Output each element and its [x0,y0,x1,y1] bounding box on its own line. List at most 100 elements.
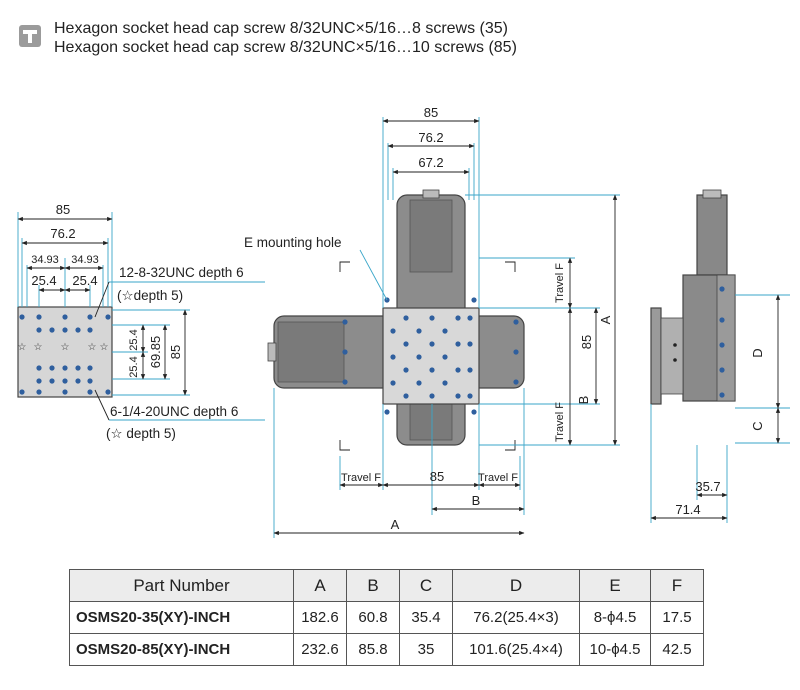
technical-drawing: ☆☆☆☆☆ [17,105,790,538]
spec-table: Part Number A B C D E F OSMS20-35(XY)-IN… [69,569,704,666]
mounting-hole [36,327,42,333]
cell-a: 232.6 [293,633,347,666]
side-hole [719,342,725,348]
cell-f: 17.5 [650,601,704,634]
travel-label-right: Travel F [478,472,518,484]
th-e: E [579,569,651,602]
left-dim-85: 85 [56,202,70,217]
side-left-flange [650,307,662,405]
th-c: C [399,569,453,602]
mounting-hole [467,341,473,347]
center-bottom-dim-85: 85 [430,469,444,484]
cell-f: 42.5 [650,633,704,666]
left-mounting-holes: ☆☆☆☆☆ [18,314,111,395]
mounting-hole [467,315,473,321]
left-vdim-69-85: 69.85 [148,336,163,369]
side-pin [673,358,677,362]
center-top-dim-67-2: 67.2 [418,155,443,170]
side-dim-35-7: 35.7 [695,479,720,494]
side-knob [702,189,722,199]
center-bottom-dim-B: B [472,493,481,508]
mounting-hole [87,389,93,395]
mounting-hole [49,365,55,371]
mounting-hole [442,328,448,334]
mounting-hole [19,314,25,320]
center-top-dim-85: 85 [424,105,438,120]
mounting-hole [36,365,42,371]
star-marker-icon: ☆ [18,342,27,353]
cell-b: 85.8 [346,633,400,666]
center-bottom-dim-A: A [391,517,400,532]
side-pin [673,343,677,347]
mounting-hole [390,328,396,334]
th-a: A [293,569,347,602]
mounting-hole [416,328,422,334]
side-extension-lines [650,294,790,523]
side-dimension-lines [650,294,781,521]
mounting-hole [105,314,111,320]
side-hole [719,392,725,398]
mounting-hole [390,354,396,360]
mounting-hole [36,314,42,320]
travel-label-top: Travel F [554,263,566,303]
table-header-row: Part Number A B C D E F [69,569,704,602]
cell-e: 8-ϕ4.5 [579,601,651,634]
mounting-hole [513,319,519,325]
left-note-1-line-1: 12-8-32UNC depth 6 [119,265,244,280]
mounting-hole [62,378,68,384]
star-marker-icon: ☆ [88,342,97,353]
th-part-number: Part Number [69,569,294,602]
mounting-hole [342,349,348,355]
mounting-hole [384,409,390,415]
mounting-hole [455,393,461,399]
table-row: OSMS20-85(XY)-INCH 232.6 85.8 35 101.6(2… [69,633,704,666]
center-top-dim-76-2: 76.2 [418,130,443,145]
mounting-hole [49,327,55,333]
mounting-hole [442,354,448,360]
mounting-hole [471,297,477,303]
e-mounting-hole-label: E mounting hole [244,235,342,250]
mounting-hole [75,378,81,384]
cell-d: 101.6(25.4×4) [452,633,580,666]
mounting-hole [467,393,473,399]
left-dim-25-4-a: 25.4 [31,273,56,288]
cell-b: 60.8 [346,601,400,634]
left-note-1-line-2: (☆depth 5) [117,288,183,303]
mounting-hole [62,314,68,320]
star-marker-icon: ☆ [34,342,43,353]
y-axis-knob [422,189,440,199]
left-dim-34-93-b: 34.93 [71,254,99,266]
th-f: F [650,569,704,602]
center-mounting-holes [342,297,519,415]
mounting-hole [429,341,435,347]
center-extension-lines [273,117,620,538]
cell-part-number: OSMS20-35(XY)-INCH [69,601,294,634]
mounting-hole [416,380,422,386]
mounting-hole [403,367,409,373]
mounting-hole [455,341,461,347]
screw-icon [19,25,41,47]
mounting-hole [87,365,93,371]
mounting-hole [19,389,25,395]
mounting-hole [467,367,473,373]
star-marker-icon: ☆ [100,342,109,353]
th-d: D [452,569,580,602]
mounting-hole [75,327,81,333]
center-top-plate [382,307,480,405]
mounting-hole [49,378,55,384]
center-right-dim-85: 85 [579,335,594,349]
side-plate [716,274,736,402]
mounting-hole [455,367,461,373]
mounting-hole [36,389,42,395]
side-dim-71-4: 71.4 [675,502,700,517]
side-view: D C 35.7 71.4 [650,189,790,523]
mounting-hole [429,367,435,373]
center-dimension-lines [273,118,618,536]
travel-corner-marks [339,261,516,451]
header-line-1: Hexagon socket head cap screw 8/32UNC×5/… [54,20,508,37]
side-dim-D: D [750,348,765,357]
left-view: ☆☆☆☆☆ [17,202,265,441]
mounting-hole [442,380,448,386]
left-vdim-85: 85 [168,345,183,359]
mounting-hole [75,365,81,371]
